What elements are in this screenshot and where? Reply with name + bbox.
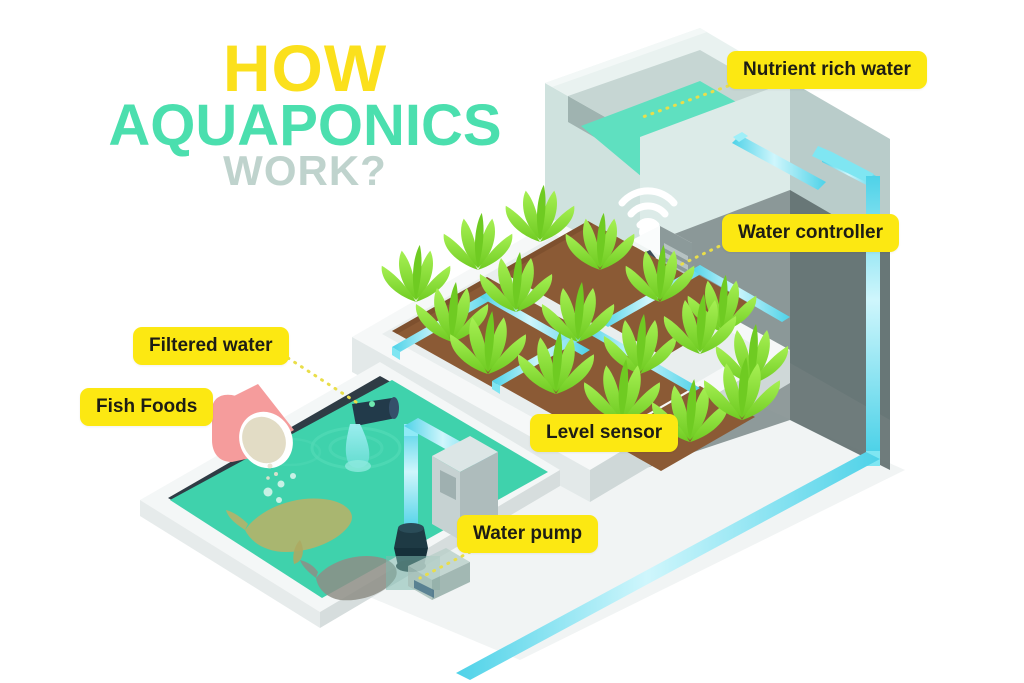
leader-water-pump (418, 550, 472, 580)
leader-filtered-water (286, 356, 358, 404)
leader-nutrient-rich-water (638, 84, 730, 120)
fish-tank (140, 362, 560, 628)
fish-food-bucket (212, 384, 294, 480)
title-line-how: HOW (222, 31, 388, 105)
page-title: HOW AQUAPONICS WORK? (70, 31, 540, 195)
title-line-work: WORK? (223, 147, 387, 195)
label-water-controller[interactable]: Water controller (722, 214, 899, 252)
label-water-pump[interactable]: Water pump (457, 515, 599, 553)
label-nutrient-rich-water[interactable]: Nutrient rich water (727, 51, 927, 89)
leader-water-controller (676, 241, 728, 268)
plants (381, 184, 789, 443)
filtered-water-outlet (345, 397, 399, 472)
label-filtered-water[interactable]: Filtered water (133, 327, 289, 365)
wifi-icon (618, 187, 678, 229)
fish (226, 498, 397, 601)
label-fish-foods[interactable]: Fish Foods (80, 388, 214, 426)
title-line-aquaponics: AQUAPONICS (108, 92, 502, 158)
label-level-sensor[interactable]: Level sensor (530, 414, 679, 452)
bubbles (263, 473, 296, 503)
level-sensor (408, 436, 498, 600)
